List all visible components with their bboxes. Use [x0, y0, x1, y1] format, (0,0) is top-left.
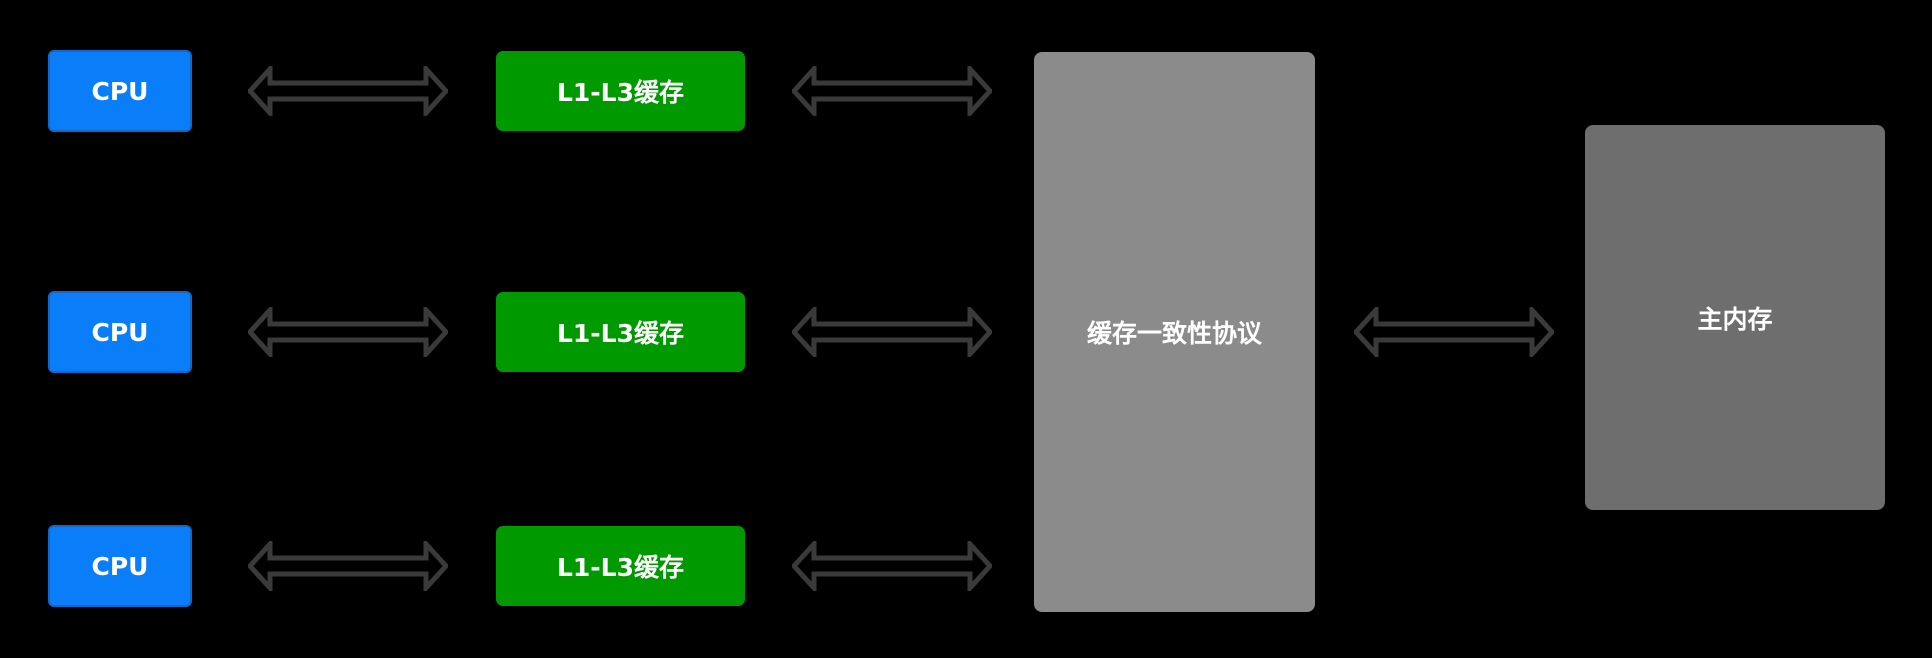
cache-protocol-arrow-icon	[792, 541, 992, 591]
cpu-cache-arrow-icon	[248, 307, 448, 357]
cpu-cache-arrow-icon	[248, 66, 448, 116]
cpu-label: CPU	[91, 76, 149, 106]
cpu-label: CPU	[91, 317, 149, 347]
cpu-box-3: CPU	[48, 525, 192, 607]
cache-box-1: L1-L3缓存	[496, 51, 745, 131]
cache-label: L1-L3缓存	[556, 553, 685, 582]
cache-box-2: L1-L3缓存	[496, 292, 745, 372]
memory-label: 主内存	[1697, 304, 1773, 334]
cpu-box-1: CPU	[48, 50, 192, 132]
cache-box-3: L1-L3缓存	[496, 526, 745, 606]
protocol-memory-arrow-icon	[1354, 307, 1554, 357]
cache-label: L1-L3缓存	[556, 78, 685, 107]
cpu-label: CPU	[91, 551, 149, 581]
cache-protocol-arrow-icon	[792, 307, 992, 357]
main-memory-box: 主内存	[1585, 125, 1885, 510]
cache-label: L1-L3缓存	[556, 319, 685, 348]
cpu-cache-arrow-icon	[248, 541, 448, 591]
cpu-box-2: CPU	[48, 291, 192, 373]
cache-protocol-arrow-icon	[792, 66, 992, 116]
protocol-label: 缓存一致性协议	[1086, 319, 1262, 348]
cache-coherence-protocol-box: 缓存一致性协议	[1034, 52, 1315, 612]
